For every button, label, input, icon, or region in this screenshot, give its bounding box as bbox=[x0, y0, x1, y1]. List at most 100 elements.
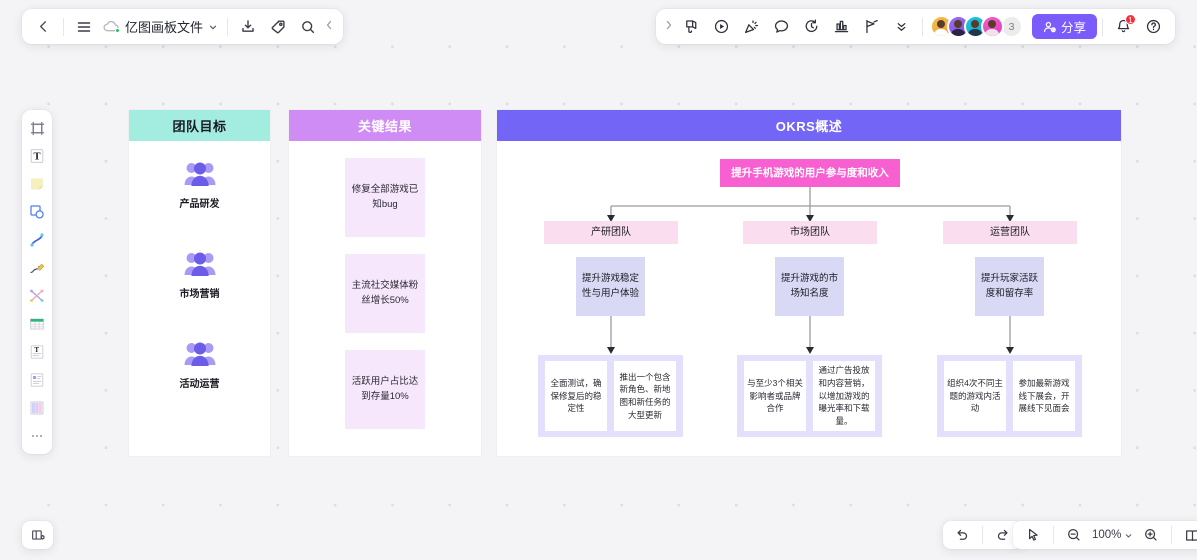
key-result-card[interactable]: 主流社交媒体粉丝增长50% bbox=[345, 254, 425, 333]
team-item[interactable]: 活动运营 bbox=[129, 340, 270, 390]
okr-root-node[interactable]: 提升手机游戏的用户参与度和收入 bbox=[720, 159, 900, 187]
okr-team-node[interactable]: 运营团队 bbox=[943, 221, 1077, 244]
tag-icon[interactable] bbox=[263, 12, 293, 42]
okr-results-group[interactable]: 与至少3个相关影响者或品牌合作 通过广告投放和内容营销，以增加游戏的曝光率和下载… bbox=[737, 355, 882, 437]
panel-okrs-title: OKRS概述 bbox=[497, 110, 1121, 141]
zoom-out-icon[interactable] bbox=[1059, 520, 1089, 550]
team-item[interactable]: 产品研发 bbox=[129, 160, 270, 210]
svg-text:T: T bbox=[34, 346, 39, 354]
chevron-down-icon bbox=[1126, 533, 1132, 538]
key-result-card[interactable]: 修复全部游戏已知bug bbox=[345, 158, 425, 237]
celebrate-icon[interactable] bbox=[737, 12, 767, 42]
okr-result-card[interactable]: 全面测试，确保修复后的稳定性 bbox=[545, 361, 607, 431]
okr-result-card[interactable]: 通过广告投放和内容营销，以增加游戏的曝光率和下载量。 bbox=[813, 361, 875, 431]
panel-team-goals[interactable]: 团队目标 产品研发 市场营销 bbox=[129, 110, 270, 456]
search-icon[interactable] bbox=[293, 12, 323, 42]
text-tool-icon[interactable]: T bbox=[24, 143, 50, 169]
team-item[interactable]: 市场营销 bbox=[129, 250, 270, 300]
chevron-down-icon bbox=[209, 25, 217, 29]
more-chevron-icon[interactable] bbox=[887, 12, 917, 42]
notification-badge: 1 bbox=[1125, 13, 1136, 25]
share-button[interactable]: 分享 bbox=[1031, 14, 1097, 39]
panel-key-results[interactable]: 关键结果 修复全部游戏已知bug 主流社交媒体粉丝增长50% 活跃用户占比达到存… bbox=[289, 110, 481, 456]
divider bbox=[63, 17, 64, 36]
divider bbox=[921, 17, 923, 36]
presentation-icon[interactable] bbox=[677, 12, 707, 42]
present-icon bbox=[31, 530, 45, 540]
file-name-label: 亿图画板文件 bbox=[125, 20, 204, 35]
chart-icon[interactable] bbox=[827, 12, 857, 42]
top-right-toolbar: 3 分享 1 bbox=[655, 9, 1175, 44]
divider bbox=[1171, 526, 1173, 544]
undo-redo-toolbar bbox=[943, 521, 1022, 549]
undo-icon[interactable] bbox=[947, 520, 977, 550]
pointer-icon[interactable] bbox=[1018, 520, 1048, 550]
team-people-icon bbox=[184, 252, 215, 276]
team-people-icon bbox=[184, 342, 215, 366]
redo-icon[interactable] bbox=[988, 520, 1018, 550]
share-label: 分享 bbox=[1060, 21, 1086, 35]
saved-status-dot bbox=[115, 27, 120, 33]
card-tool-icon[interactable] bbox=[24, 367, 50, 393]
key-result-card[interactable]: 活跃用户占比达到存量10% bbox=[345, 350, 425, 429]
okr-team-node[interactable]: 产研团队 bbox=[544, 221, 678, 244]
okr-result-card[interactable]: 推出一个包含新角色、新地图和新任务的大型更新 bbox=[614, 361, 676, 431]
history-icon[interactable] bbox=[797, 12, 827, 42]
table-tool-icon[interactable] bbox=[24, 311, 50, 337]
divider bbox=[227, 17, 229, 36]
share-person-icon bbox=[1043, 21, 1056, 32]
zoom-in-icon[interactable] bbox=[1136, 520, 1166, 550]
okr-objective-node[interactable]: 提升玩家活跃度和留存率 bbox=[975, 257, 1044, 316]
okr-results-group[interactable]: 全面测试，确保修复后的稳定性 推出一个包含新角色、新地图和新任务的大型更新 bbox=[538, 355, 683, 437]
okr-team-node[interactable]: 市场团队 bbox=[743, 221, 877, 244]
cursor-flag-icon[interactable] bbox=[857, 12, 887, 42]
menu-icon[interactable] bbox=[69, 12, 99, 42]
sticky-note-tool-icon[interactable] bbox=[24, 171, 50, 197]
help-icon[interactable] bbox=[1138, 12, 1168, 42]
export-icon[interactable] bbox=[233, 12, 263, 42]
kanban-tool-icon[interactable] bbox=[24, 395, 50, 421]
divider bbox=[1053, 526, 1054, 544]
shape-tool-icon[interactable] bbox=[24, 199, 50, 225]
collapse-icon[interactable] bbox=[323, 19, 337, 34]
team-name: 活动运营 bbox=[179, 379, 220, 390]
svg-text:T: T bbox=[33, 151, 40, 162]
divider bbox=[1102, 17, 1103, 36]
zoom-level-selector[interactable]: 100% bbox=[1089, 529, 1136, 541]
connector-tool-icon[interactable] bbox=[24, 283, 50, 309]
left-tool-rail: T T bbox=[22, 110, 52, 454]
back-icon[interactable] bbox=[28, 12, 58, 42]
collaborator-avatars: 3 bbox=[929, 15, 1023, 38]
team-people-icon bbox=[184, 162, 215, 186]
okr-result-card[interactable]: 与至少3个相关影响者或品牌合作 bbox=[744, 361, 806, 431]
page-view-icon[interactable] bbox=[1177, 520, 1197, 550]
present-mode-button[interactable] bbox=[22, 521, 53, 549]
okr-result-card[interactable]: 组织4次不同主题的游戏内活动 bbox=[944, 361, 1006, 431]
zoom-toolbar: 100% bbox=[1013, 521, 1197, 549]
panel-team-goals-title: 团队目标 bbox=[129, 110, 270, 141]
team-name: 产品研发 bbox=[179, 199, 220, 210]
avatar[interactable] bbox=[980, 15, 1004, 38]
okr-results-group[interactable]: 组织4次不同主题的游戏内活动 参加最新游戏线下展会，开展线下见面会 bbox=[937, 355, 1082, 437]
file-name-button[interactable]: 亿图画板文件 bbox=[99, 17, 222, 36]
text-box-tool-icon[interactable]: T bbox=[24, 339, 50, 365]
expand-toolbar-icon[interactable] bbox=[663, 19, 677, 34]
comment-icon[interactable] bbox=[767, 12, 797, 42]
okr-objective-node[interactable]: 提升游戏的市场知名度 bbox=[775, 257, 844, 316]
okr-result-card[interactable]: 参加最新游戏线下展会，开展线下见面会 bbox=[1013, 361, 1075, 431]
cloud-saved-icon bbox=[103, 19, 120, 34]
top-left-toolbar: 亿图画板文件 bbox=[22, 9, 344, 44]
play-icon[interactable] bbox=[707, 12, 737, 42]
more-tools-icon[interactable] bbox=[24, 423, 50, 449]
flow-connectors bbox=[607, 187, 1014, 354]
team-name: 市场营销 bbox=[179, 289, 220, 300]
divider bbox=[982, 526, 983, 544]
curve-line-tool-icon[interactable] bbox=[24, 227, 50, 253]
notifications-button[interactable]: 1 bbox=[1108, 12, 1138, 42]
pen-tool-icon[interactable] bbox=[24, 255, 50, 281]
okr-objective-node[interactable]: 提升游戏稳定性与用户体验 bbox=[576, 257, 645, 316]
frame-tool-icon[interactable] bbox=[24, 115, 50, 141]
collaborator-overflow-count[interactable]: 3 bbox=[999, 15, 1023, 38]
zoom-level-label: 100% bbox=[1092, 529, 1122, 541]
